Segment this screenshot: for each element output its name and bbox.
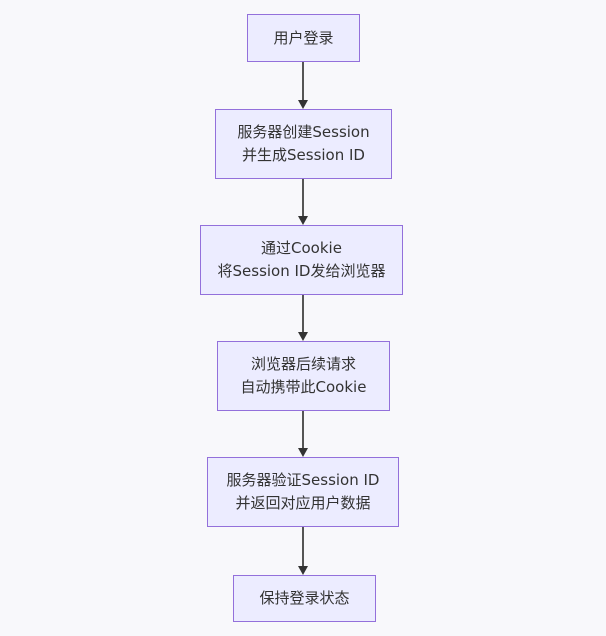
node-text-line: 保持登录状态 xyxy=(259,589,350,607)
arrow-shaft xyxy=(302,179,304,217)
arrow-shaft xyxy=(302,411,304,449)
flow-node-cookie-send-sid: 通过Cookie 将Session ID发给浏览器 xyxy=(200,225,403,295)
arrow-down-1 xyxy=(296,62,310,109)
flow-node-stay-logged-in: 保持登录状态 xyxy=(233,575,376,622)
arrowhead-icon xyxy=(298,566,308,575)
flow-node-user-login: 用户登录 xyxy=(247,14,360,62)
node-text-line: 浏览器后续请求 xyxy=(250,355,356,373)
node-text-line: 通过Cookie xyxy=(261,239,342,257)
node-text-line: 并返回对应用户数据 xyxy=(235,494,371,512)
arrow-down-3 xyxy=(296,295,310,341)
arrow-shaft xyxy=(302,295,304,333)
arrowhead-icon xyxy=(298,216,308,225)
node-text-line: 并生成Session ID xyxy=(242,146,365,164)
arrow-down-2 xyxy=(296,179,310,225)
arrowhead-icon xyxy=(298,332,308,341)
arrow-shaft xyxy=(302,62,304,101)
flow-node-browser-carries-cookie: 浏览器后续请求 自动携带此Cookie xyxy=(217,341,390,411)
node-text-line: 自动携带此Cookie xyxy=(240,378,367,396)
arrow-down-5 xyxy=(296,527,310,575)
node-text-line: 用户登录 xyxy=(273,28,334,47)
arrow-shaft xyxy=(302,527,304,567)
node-text-line: 服务器验证Session ID xyxy=(226,471,380,489)
arrow-down-4 xyxy=(296,411,310,457)
node-text-line: 将Session ID发给浏览器 xyxy=(217,262,386,280)
arrowhead-icon xyxy=(298,100,308,109)
node-text-line: 服务器创建Session xyxy=(237,123,370,141)
arrowhead-icon xyxy=(298,448,308,457)
flow-node-server-create-session: 服务器创建Session 并生成Session ID xyxy=(215,109,392,179)
flow-node-server-verify-sid: 服务器验证Session ID 并返回对应用户数据 xyxy=(207,457,399,527)
